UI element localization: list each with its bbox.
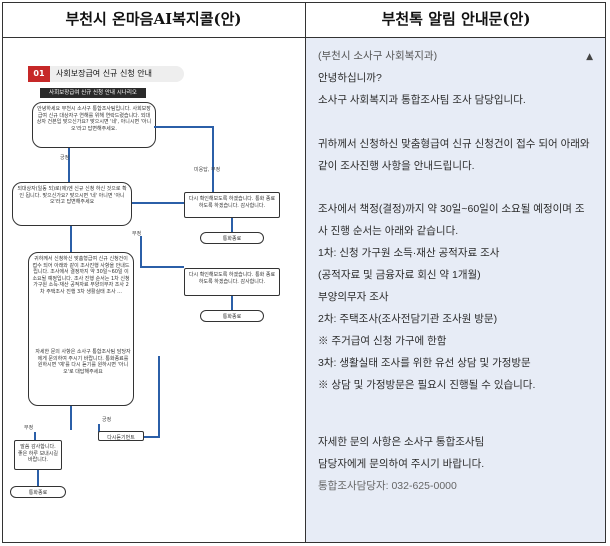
- message-line: 부양의무자 조사: [318, 291, 389, 303]
- recheck-box-1: 다시 확인해보도록 하겠습니다. 통화 종료 하도록 하겠습니다. 감사합니다.: [184, 192, 280, 218]
- arrow-down-5: [231, 296, 233, 310]
- arrow-down-7: [98, 424, 100, 432]
- branch-no-2-label: 부정: [24, 425, 34, 431]
- message-line: (공적자료 및 금융자료 회신 약 1개월): [318, 269, 481, 281]
- message-line: 안녕하십니까?: [318, 72, 382, 84]
- step-title-bar: 01 사회보장급여 신규 신청 안내: [28, 66, 184, 82]
- arrow-down-2: [231, 218, 233, 232]
- arrow-right-3: [140, 266, 184, 268]
- arrow-right-1: [154, 126, 214, 128]
- message-line: 3차: 생활실태 조사를 위한 유선 상담 및 가정방문: [318, 357, 531, 369]
- intro-box: 안녕하세요 부천시 소사구 통합조사팀입니다. 사회보장급여 신규 대상자구 연…: [32, 102, 156, 148]
- arrow-right-4: [144, 436, 158, 438]
- thanks-box: 말씀 감사합니다. 좋은 하루 보내시길 바랍니다.: [14, 440, 62, 470]
- message-line: 1차: 신청 가구원 소득·재산 공적자료 조사: [318, 247, 500, 259]
- branch-noreply-label: 미응답, 부정: [194, 167, 221, 173]
- recheck-box-2: 다시 확인해보도록 하겠습니다. 통화 종료 하도록 하겠습니다. 감사합니다.: [184, 268, 280, 296]
- contact-box: 자세한 문의 사항은 소사구 통합조사팀 담당자에게 문의하여 주시기 바랍니다…: [35, 349, 131, 375]
- message-line: 소사구 사회복지과 통합조사팀 조사 담당입니다.: [318, 94, 526, 106]
- arrow-right-2: [132, 202, 184, 204]
- header-divider: [2, 37, 606, 38]
- message-panel: ▲ (부천시 소사구 사회복지과) 안녕하십니까? 소사구 사회복지과 통합조사…: [306, 38, 605, 542]
- arrow-down-right-1: [212, 126, 214, 192]
- main-info-box: 귀하께서 신청하신 맞춤형급여 신규 신청건이 접수 되어 아래와 같이 조사진…: [28, 252, 134, 406]
- end-box-3: 통화종료: [10, 486, 66, 498]
- message-line: ※ 주거급여 신청 가구에 한함: [318, 335, 447, 347]
- scenario-subtitle: 사회보장급여 신규 신청 안내 시나리오: [40, 88, 146, 98]
- right-column-title: 부천톡 알림 안내문(안): [381, 10, 531, 28]
- replay-box: 다시듣기번트: [98, 431, 144, 441]
- arrow-down-4: [140, 236, 142, 266]
- arrow-down-8: [34, 432, 36, 440]
- end-box-1: 통화종료: [200, 232, 264, 244]
- arrow-down-1: [68, 148, 70, 182]
- message-line: (부천시 소사구 사회복지과): [318, 50, 438, 62]
- message-line: 귀하께서 신청하신 맞춤형급여 신규 신청건이 접수 되어 아래와: [318, 138, 590, 150]
- message-line: 같이 조사진행 사항을 안내드립니다.: [318, 160, 475, 172]
- arrow-down-3: [70, 226, 72, 252]
- message-line: 사 진행 순서는 아래와 같습니다.: [318, 225, 459, 237]
- confirm-box: 되대상자(일동 되)로(에)엔 신규 신청 하신 것으로 확인 됩니다. 맞으신…: [12, 182, 132, 226]
- arrow-up-1: [158, 356, 160, 438]
- flowchart-panel: 01 사회보장급여 신규 신청 안내 사회보장급여 신규 신청 안내 시나리오 …: [4, 40, 304, 540]
- arrow-down-9: [37, 470, 39, 486]
- message-line: 자세한 문의 사항은 소사구 통합조사팀: [318, 436, 485, 448]
- contact-number: 통합조사담당자: 032-625-0000: [318, 480, 457, 492]
- left-column-title: 부천시 온마음AI복지콜(안): [65, 10, 242, 28]
- end-box-2: 통화종료: [200, 310, 264, 322]
- step-number-badge: 01: [28, 66, 50, 82]
- branch-yes-2-label: 긍정: [102, 417, 112, 423]
- message-line: 담당자에게 문의하여 주시기 바랍니다.: [318, 458, 485, 470]
- chevron-up-icon[interactable]: ▲: [586, 52, 593, 62]
- message-line: 조사에서 책정(결정)까지 약 30일~60일이 소요될 예정이며 조: [318, 203, 585, 215]
- branch-yes-label: 긍정: [60, 155, 70, 161]
- message-line: 2차: 주택조사(조사전담기관 조사원 방문): [318, 313, 498, 325]
- arrow-down-6: [70, 406, 72, 430]
- column-divider: [305, 2, 306, 543]
- branch-no-label: 부정: [132, 231, 142, 237]
- message-line: ※ 상담 및 가정방문은 필요시 진행될 수 있습니다.: [318, 379, 536, 391]
- step-title: 사회보장급여 신규 신청 안내: [56, 69, 152, 78]
